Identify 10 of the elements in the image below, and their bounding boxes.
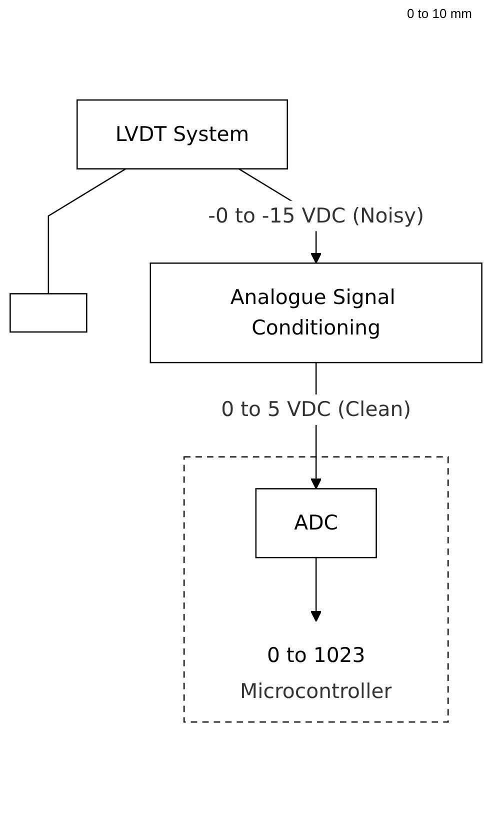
node-box: Analogue Signal Conditioning (150, 262, 482, 364)
dimension-label: 0 to 10 mm (406, 6, 472, 21)
connector (48, 168, 126, 294)
edge-label: 0 to 5 VDC (Clean) (221, 396, 412, 422)
node-text: 0 to 1023 (266, 642, 366, 668)
edge-label: -0 to -15 VDC (Noisy) (208, 203, 424, 228)
arrow (310, 558, 322, 622)
node-box: ADC (255, 488, 377, 558)
node-box (10, 293, 88, 333)
node-box: LVDT System (76, 99, 288, 170)
